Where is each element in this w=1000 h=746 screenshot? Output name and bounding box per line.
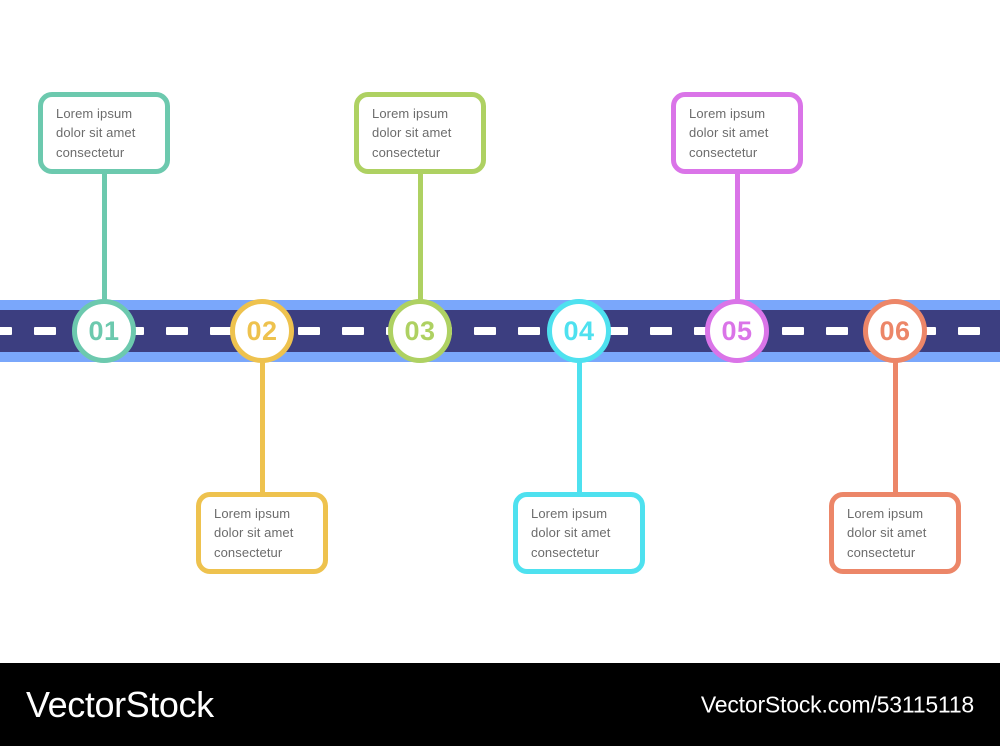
- milestone-card[interactable]: Lorem ipsum dolor sit amet consectetur: [38, 92, 170, 174]
- milestone-card[interactable]: Lorem ipsum dolor sit amet consectetur: [196, 492, 328, 574]
- milestone-number: 04: [563, 315, 595, 346]
- milestone-node-01[interactable]: 01: [72, 299, 136, 363]
- road-dash: [298, 327, 320, 335]
- road-dash: [826, 327, 848, 335]
- connector-stem: [101, 170, 107, 331]
- milestone-card-text: Lorem ipsum dolor sit amet consectetur: [372, 106, 452, 160]
- road-dash: [342, 327, 364, 335]
- milestone-card-text: Lorem ipsum dolor sit amet consectetur: [689, 106, 769, 160]
- road-dash-line: [0, 327, 1000, 335]
- road-dash: [34, 327, 56, 335]
- connector-stem: [734, 170, 740, 331]
- milestone-card-text: Lorem ipsum dolor sit amet consectetur: [214, 506, 294, 560]
- connector-stem: [892, 331, 898, 496]
- watermark-footer: VectorStock VectorStock.com/53115118: [0, 663, 1000, 746]
- road-dash: [166, 327, 188, 335]
- connector-stem: [576, 331, 582, 496]
- milestone-card[interactable]: Lorem ipsum dolor sit amet consectetur: [671, 92, 803, 174]
- milestone-node-04[interactable]: 04: [547, 299, 611, 363]
- connector-stem: [417, 170, 423, 331]
- road-dash: [474, 327, 496, 335]
- road-dash: [518, 327, 540, 335]
- milestone-number: 06: [879, 315, 911, 346]
- vectorstock-url: VectorStock.com/53115118: [700, 691, 974, 717]
- milestone-card-text: Lorem ipsum dolor sit amet consectetur: [56, 106, 136, 160]
- milestone-card-text: Lorem ipsum dolor sit amet consectetur: [847, 506, 927, 560]
- milestone-card[interactable]: Lorem ipsum dolor sit amet consectetur: [354, 92, 486, 174]
- connector-stem: [259, 331, 265, 496]
- milestone-card[interactable]: Lorem ipsum dolor sit amet consectetur: [513, 492, 645, 574]
- milestone-number: 03: [404, 315, 436, 346]
- milestone-node-02[interactable]: 02: [230, 299, 294, 363]
- milestone-node-05[interactable]: 05: [705, 299, 769, 363]
- milestone-node-06[interactable]: 06: [863, 299, 927, 363]
- road-dash: [210, 327, 232, 335]
- road-dash: [0, 327, 12, 335]
- road-dash: [650, 327, 672, 335]
- road-dash: [958, 327, 980, 335]
- vectorstock-logo: VectorStock: [26, 683, 214, 725]
- road-dash: [782, 327, 804, 335]
- milestone-number: 01: [88, 315, 120, 346]
- milestone-card[interactable]: Lorem ipsum dolor sit amet consectetur: [829, 492, 961, 574]
- milestone-node-03[interactable]: 03: [388, 299, 452, 363]
- road-dash: [606, 327, 628, 335]
- milestone-number: 02: [246, 315, 278, 346]
- milestone-card-text: Lorem ipsum dolor sit amet consectetur: [531, 506, 611, 560]
- milestone-number: 05: [721, 315, 753, 346]
